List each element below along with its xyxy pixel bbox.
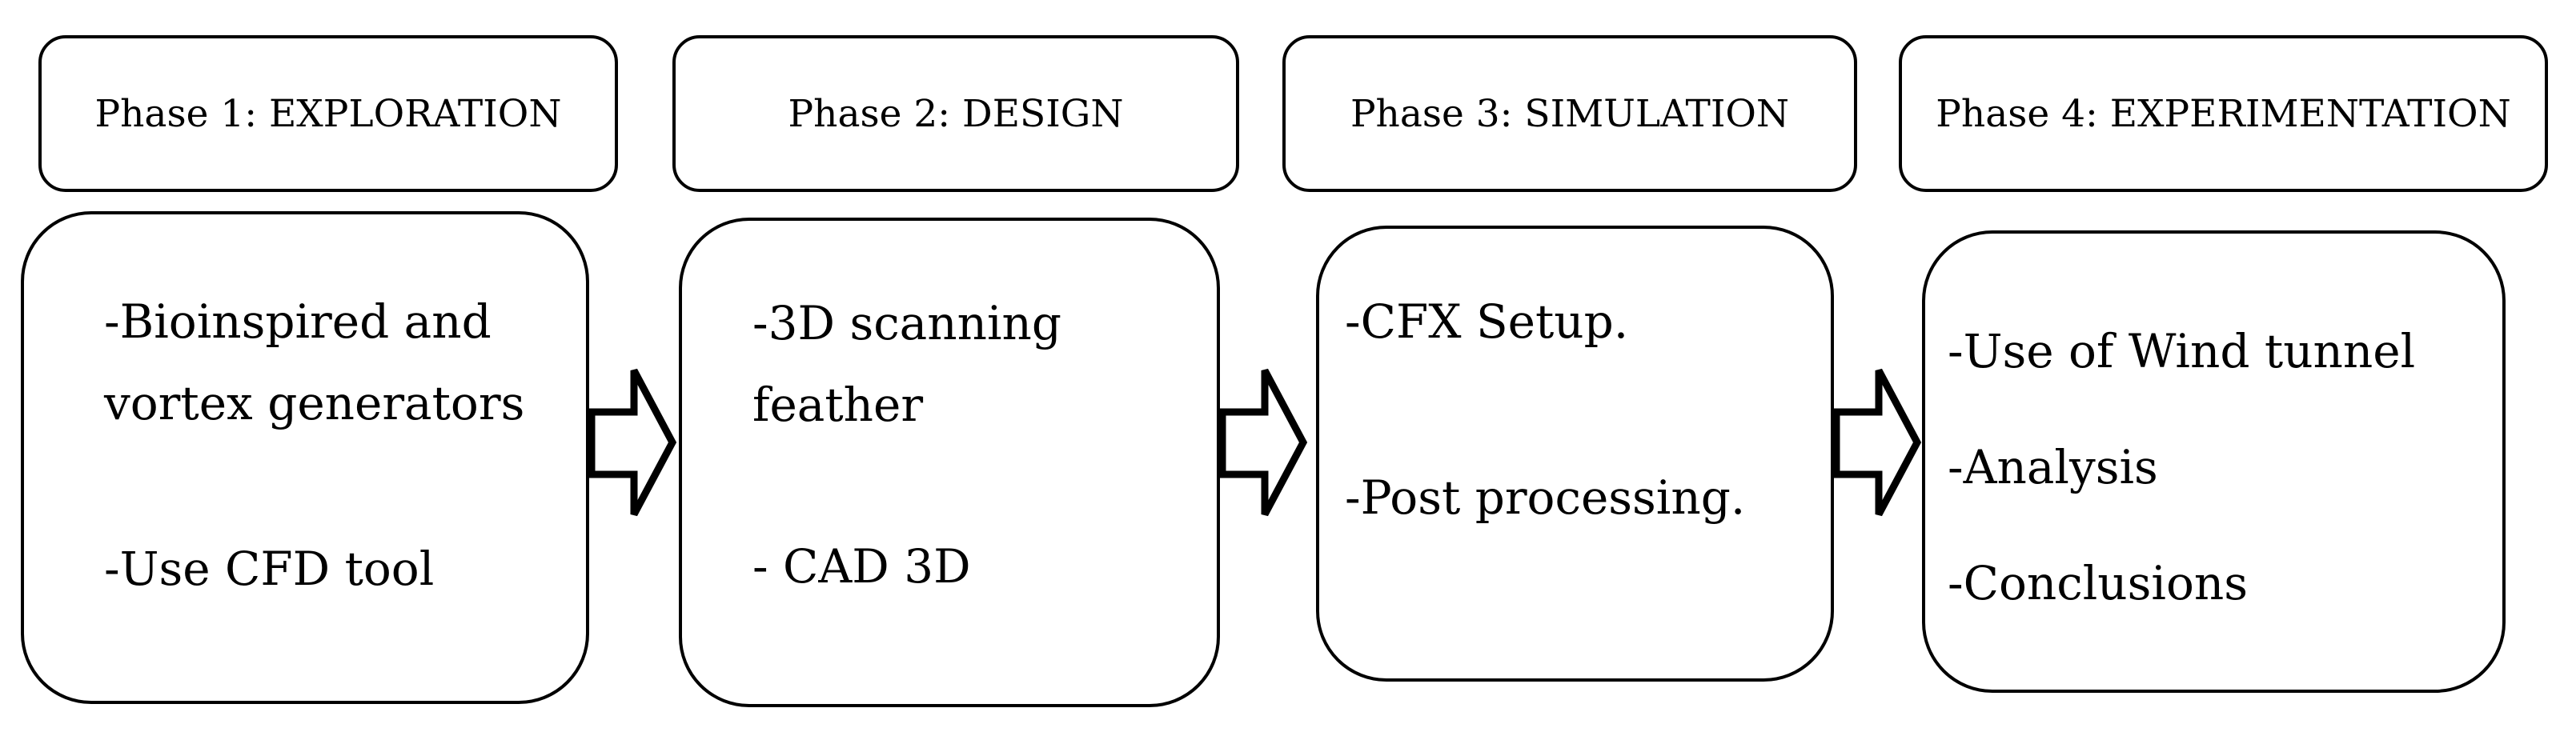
phase-1-header-label: Phase 1: EXPLORATION	[94, 91, 562, 136]
phase-2-item-cad-3d: - CAD 3D	[752, 539, 971, 594]
phase-4-item-conclusions: -Conclusions	[1948, 556, 2248, 610]
phase-4-header-box: Phase 4: EXPERIMENTATION	[1899, 35, 2548, 192]
phase-2-item-3d-scanning: -3D scanning feather	[752, 296, 1062, 432]
phase-3-item-cfx-setup: -CFX Setup.	[1345, 294, 1629, 349]
phase-1-item-bioinspired: -Bioinspired and vortex generators	[104, 294, 525, 430]
phase-3-item-post-processing: -Post processing.	[1345, 470, 1746, 525]
phase-4-content-box: -Use of Wind tunnel -Analysis -Conclusio…	[1922, 230, 2506, 693]
phase-4-item-wind-tunnel: -Use of Wind tunnel	[1948, 324, 2416, 378]
phase-1-item-cfd-tool: -Use CFD tool	[104, 542, 435, 596]
phase-4-item-analysis: -Analysis	[1948, 440, 2158, 494]
phase-3-header-box: Phase 3: SIMULATION	[1282, 35, 1857, 192]
flow-arrow-3-icon	[1832, 368, 1922, 517]
phase-2-header-box: Phase 2: DESIGN	[672, 35, 1239, 192]
phase-3-content-box: -CFX Setup. -Post processing.	[1316, 226, 1834, 682]
phase-1-content-box: -Bioinspired and vortex generators -Use …	[21, 211, 589, 704]
phase-2-header-label: Phase 2: DESIGN	[788, 91, 1124, 136]
flow-arrow-2-icon	[1218, 368, 1308, 517]
phase-4-header-label: Phase 4: EXPERIMENTATION	[1936, 91, 2511, 136]
phase-2-content-box: -3D scanning feather - CAD 3D	[679, 218, 1220, 707]
flow-arrow-1-icon	[588, 368, 677, 517]
phase-3-header-label: Phase 3: SIMULATION	[1350, 91, 1790, 136]
phase-1-header-box: Phase 1: EXPLORATION	[38, 35, 618, 192]
